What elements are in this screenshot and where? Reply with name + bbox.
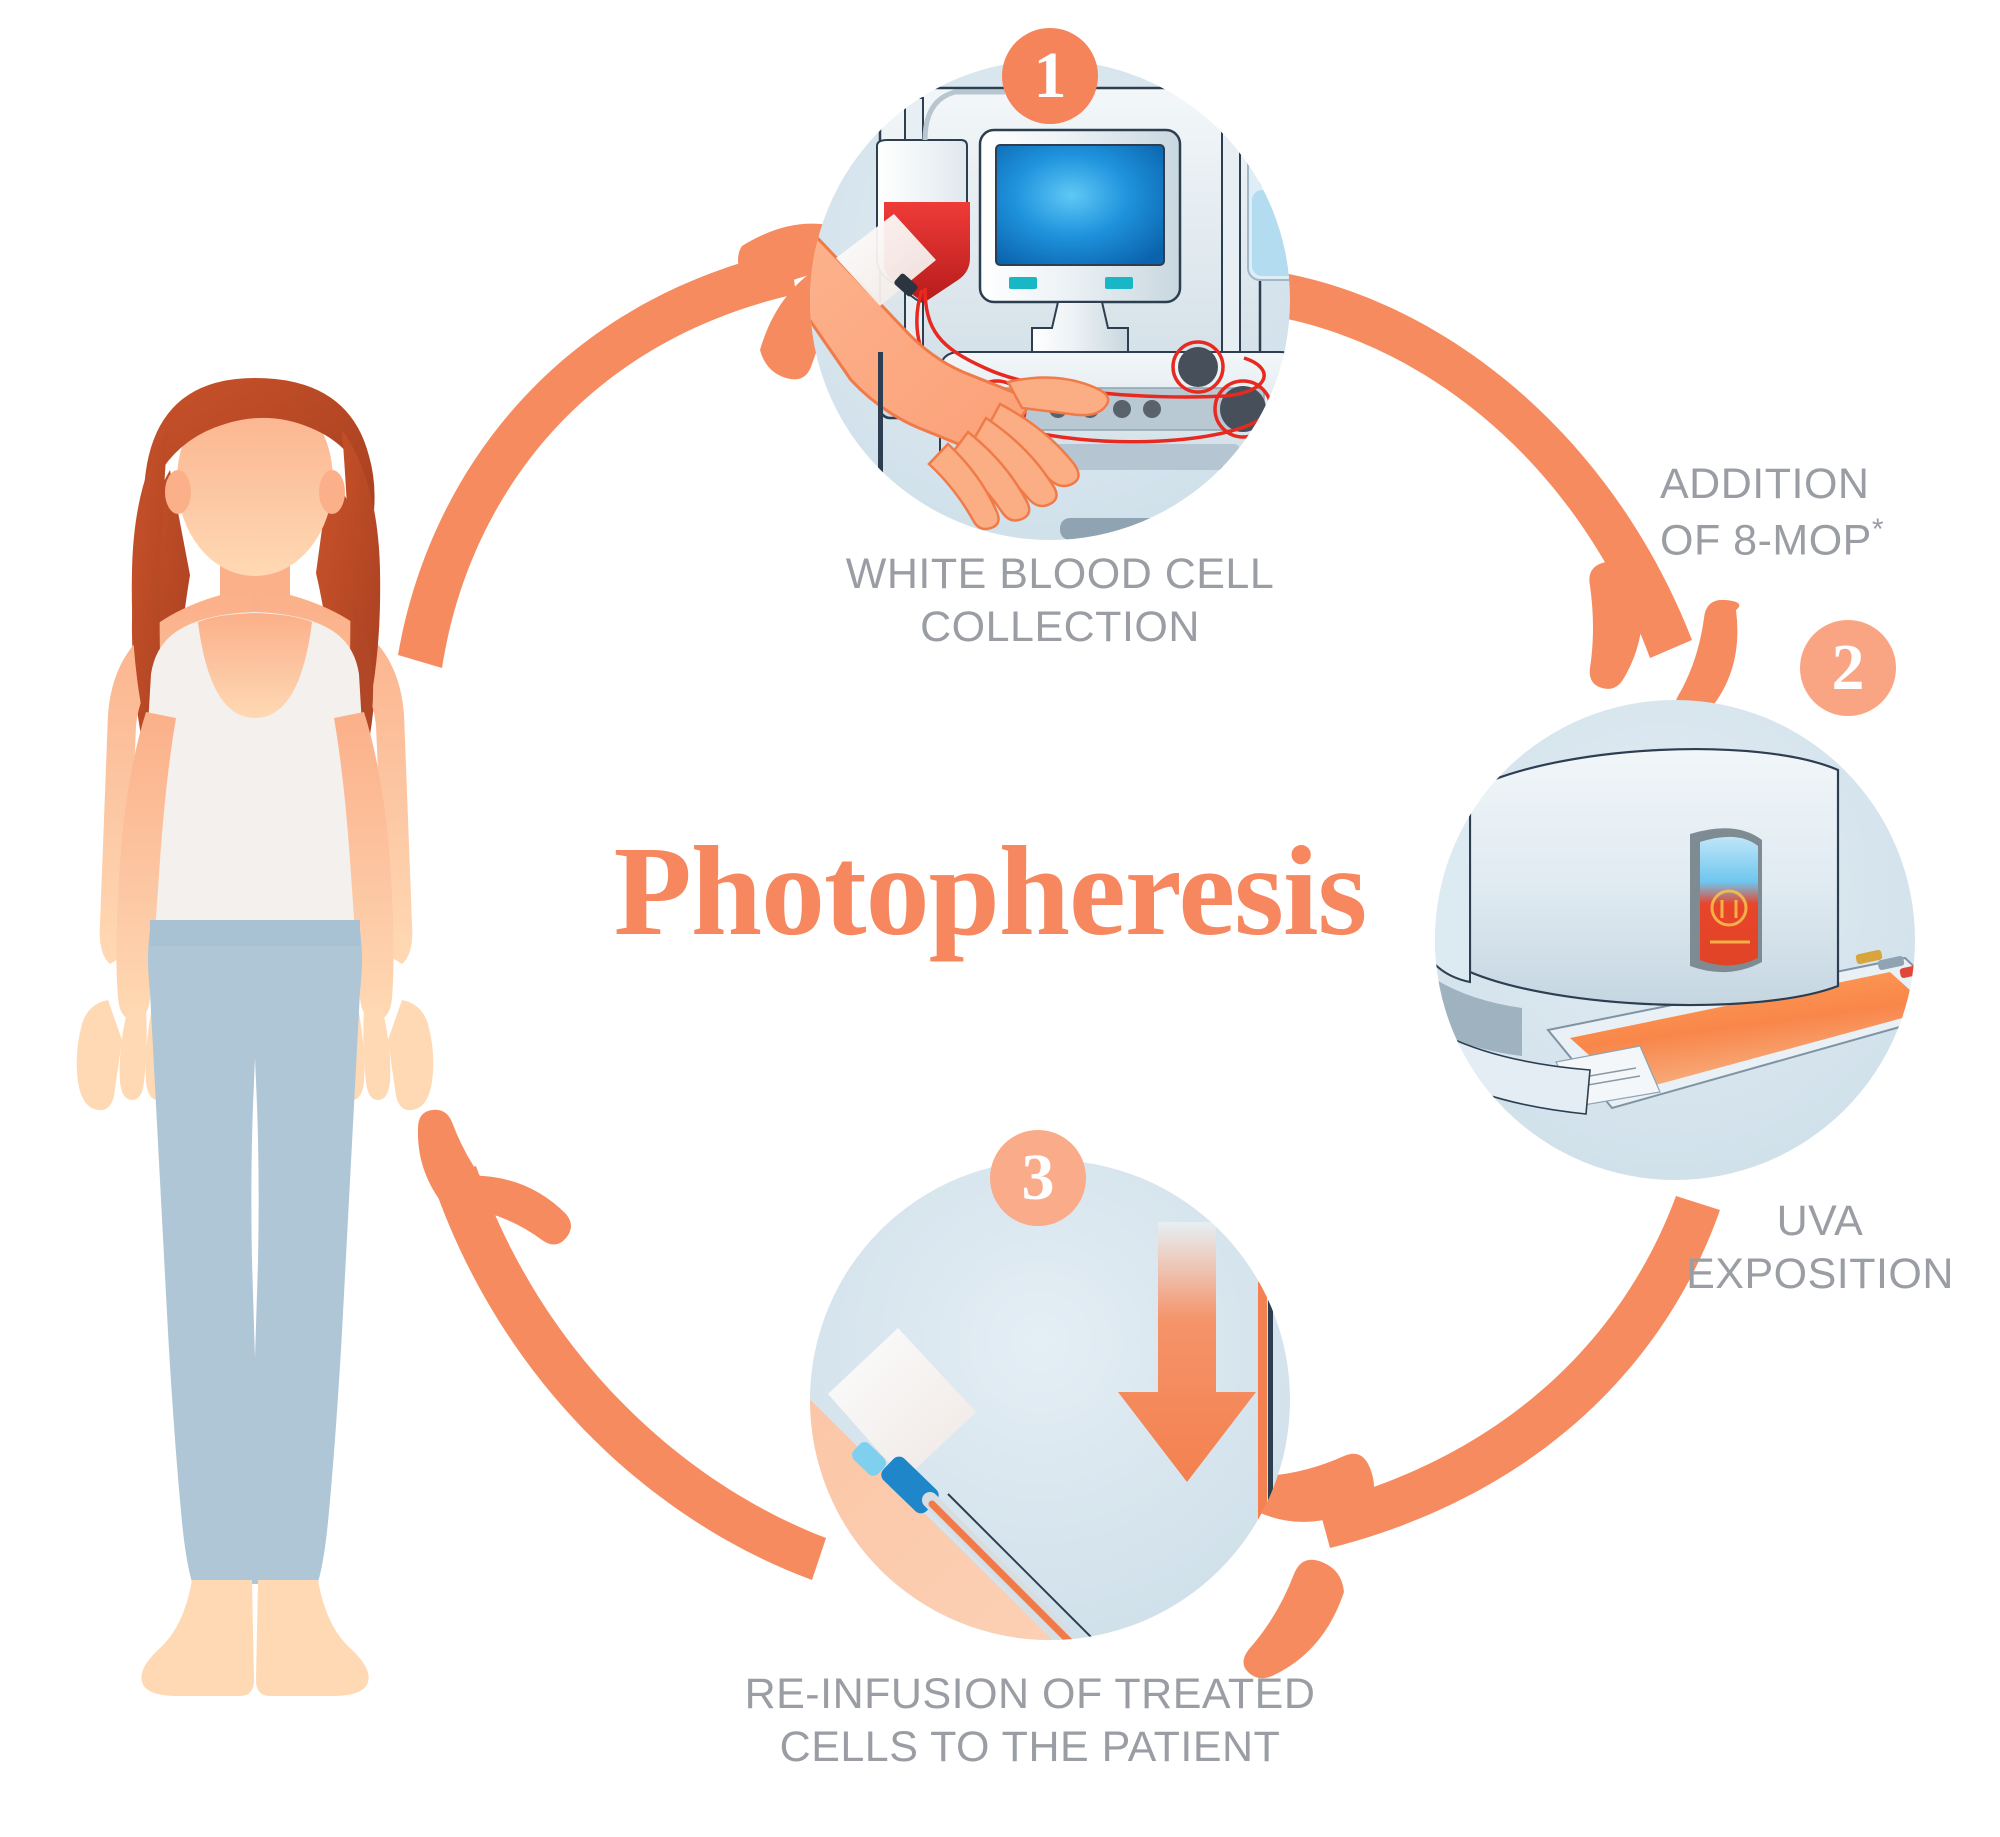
step2-illustration bbox=[1435, 700, 1915, 1180]
step-badge-2: 2 bbox=[1800, 620, 1896, 716]
step3-illustration bbox=[810, 1160, 1290, 1640]
step-badge-3: 3 bbox=[990, 1130, 1086, 1226]
mop-asterisk: * bbox=[1871, 513, 1885, 547]
step-label-uva-exposition: UVA EXPOSITION bbox=[1686, 1197, 1954, 1299]
step-label-white-blood-cell-collection: WHITE BLOOD CELL COLLECTION bbox=[845, 550, 1275, 652]
step-badge-1: 1 bbox=[1002, 28, 1098, 124]
step1-illustration bbox=[810, 60, 1290, 540]
annotation-addition-of-8-mop: ADDITION OF 8-MOP* bbox=[1660, 458, 2000, 568]
arrow-step2-to-step3 bbox=[1243, 1196, 1720, 1679]
arrow-step3-to-patient bbox=[417, 1109, 826, 1580]
mop-line-1: ADDITION bbox=[1660, 460, 1870, 508]
step-label-re-infusion: RE-INFUSION OF TREATED CELLS TO THE PATI… bbox=[744, 1670, 1316, 1772]
mop-line-2: OF 8-MOP bbox=[1660, 516, 1872, 565]
arrow-step1-to-step2 bbox=[1272, 272, 1740, 722]
page-title: Photopheresis bbox=[613, 820, 1368, 962]
patient-figure bbox=[76, 378, 434, 1696]
